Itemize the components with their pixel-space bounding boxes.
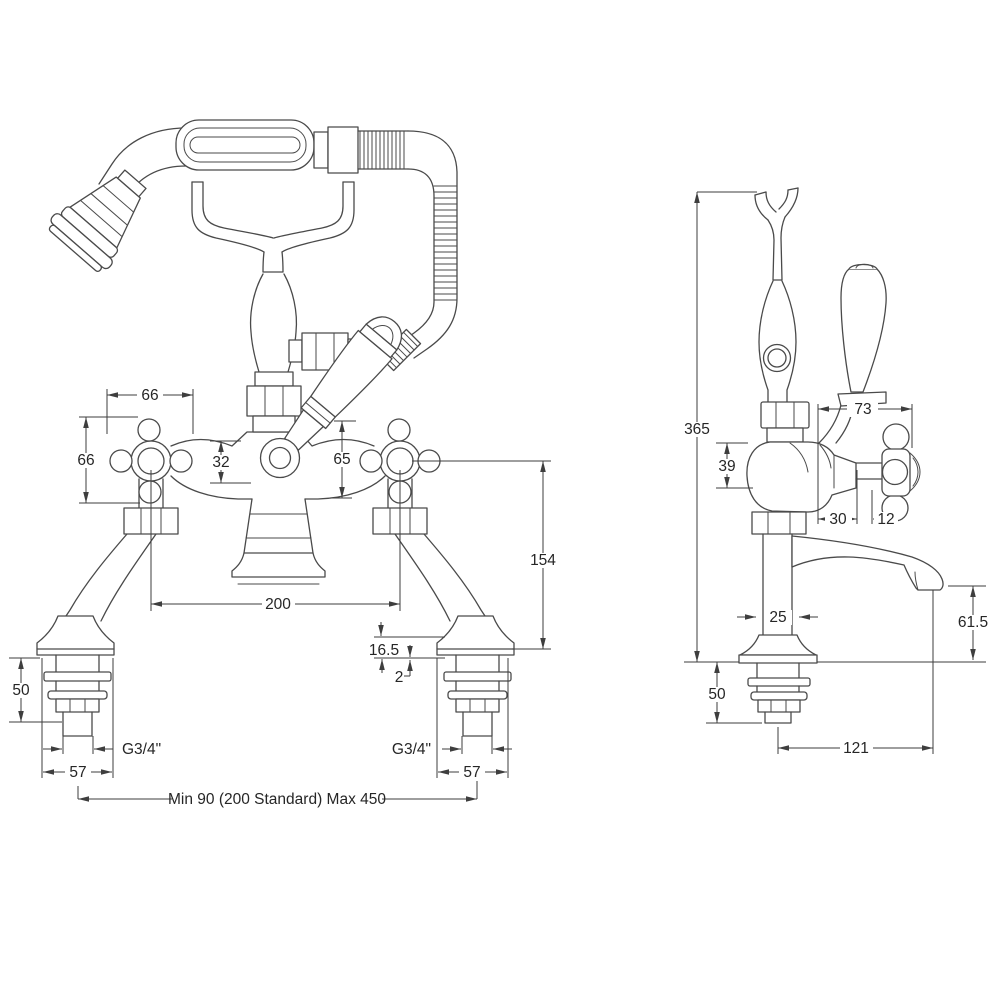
dimension-labels: 66 66 32 65 154 200 16.5 2 50 G3/4" 57 G… bbox=[12, 387, 988, 808]
dim-side-spout-clearance: 61.5 bbox=[958, 614, 988, 631]
dim-side-lever-reach: 73 bbox=[854, 401, 871, 418]
side-view bbox=[684, 187, 986, 754]
dim-side-spout-reach: 121 bbox=[843, 740, 869, 757]
dim-front-riser: 50 bbox=[12, 682, 30, 699]
dim-side-overall-height: 365 bbox=[684, 421, 710, 438]
column-side bbox=[760, 401, 810, 443]
hose-outlet-boss bbox=[259, 437, 301, 479]
dim-front-thread-right: G3/4" bbox=[392, 741, 431, 758]
dim-front-body-rise: 32 bbox=[212, 454, 229, 471]
dim-side-column-width: 25 bbox=[769, 609, 786, 626]
dim-side-hub-depth: 12 bbox=[877, 511, 894, 528]
dim-front-thread-left: G3/4" bbox=[122, 741, 161, 758]
dim-side-body-height: 39 bbox=[718, 458, 735, 475]
dim-front-mounting-range: Min 90 (200 Standard) Max 450 bbox=[168, 791, 386, 808]
dim-front-flange-step: 16.5 bbox=[369, 642, 399, 659]
riser-and-spout bbox=[738, 511, 944, 724]
diverter-lever bbox=[284, 316, 403, 451]
right-leg bbox=[394, 533, 515, 737]
left-leg bbox=[36, 533, 157, 737]
cradle-fork-side bbox=[754, 187, 799, 403]
dim-front-handle-width: 66 bbox=[141, 387, 158, 404]
front-view bbox=[9, 119, 551, 802]
dim-front-flange-left: 57 bbox=[69, 764, 86, 781]
handset-grip bbox=[175, 119, 359, 174]
lever-side bbox=[818, 263, 887, 444]
dim-side-handle-offset: 30 bbox=[829, 511, 847, 528]
cross-handle-side bbox=[855, 423, 921, 522]
dim-side-riser: 50 bbox=[708, 686, 726, 703]
shower-handset bbox=[48, 127, 187, 273]
dim-front-flange-right: 57 bbox=[463, 764, 480, 781]
dim-front-centres: 200 bbox=[265, 596, 291, 613]
dim-front-washer: 2 bbox=[395, 669, 404, 686]
valve-body-side bbox=[746, 441, 857, 513]
dim-front-outlet-offset: 65 bbox=[333, 451, 350, 468]
dim-front-handle-height: 66 bbox=[77, 452, 94, 469]
handset-cradle bbox=[191, 181, 355, 253]
dim-front-height-above-deck: 154 bbox=[530, 552, 556, 569]
label-backgrounds bbox=[8, 388, 993, 808]
